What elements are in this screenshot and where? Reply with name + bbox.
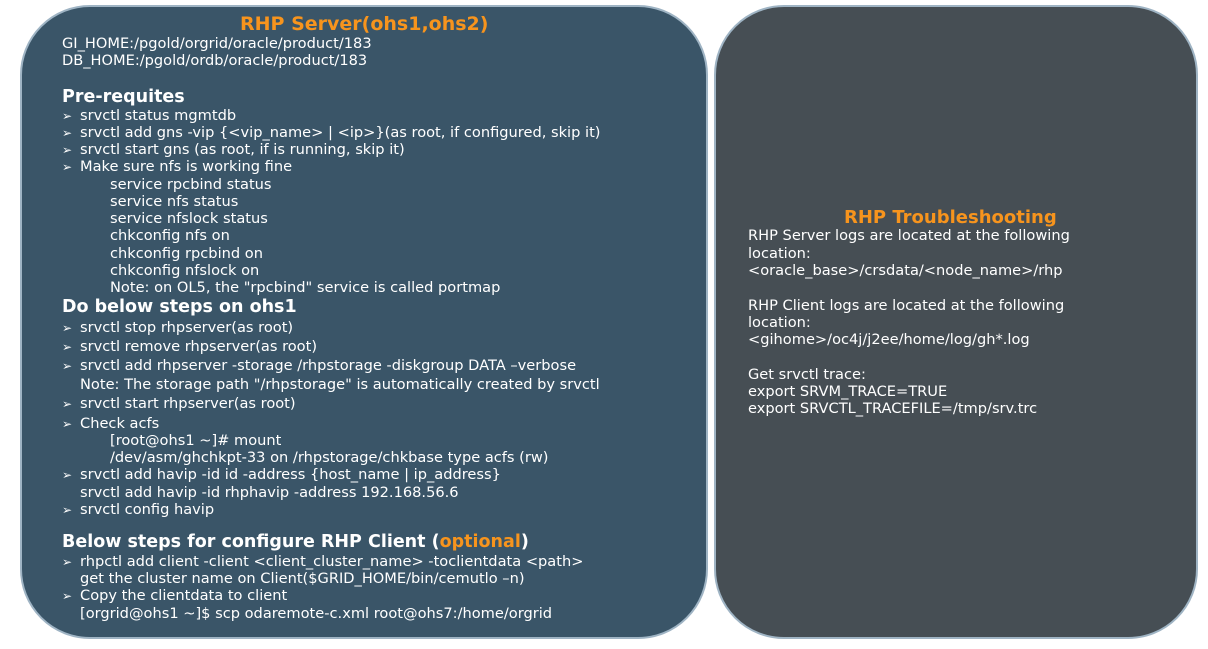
trouble-line: export SRVCTL_TRACEFILE=/tmp/srv.trc	[748, 400, 1038, 417]
client-note: get the cluster name on Client($GRID_HOM…	[80, 570, 525, 587]
step-item: ➢srvctl config havip	[62, 501, 215, 518]
rhp-troubleshooting-panel	[714, 5, 1198, 639]
arrow-bullet-icon: ➢	[62, 397, 73, 411]
nfs-command: chkconfig nfs on	[110, 227, 230, 244]
storage-note: Note: The storage path "/rhpstorage" is …	[80, 376, 600, 393]
nfs-command: chkconfig nfslock on	[110, 262, 260, 279]
trouble-line: export SRVM_TRACE=TRUE	[748, 383, 948, 400]
mount-output: /dev/asm/ghchkpt-33 on /rhpstorage/chkba…	[110, 449, 549, 466]
mount-command: [root@ohs1 ~]# mount	[110, 432, 282, 449]
optional-label: optional	[439, 532, 521, 552]
step-item: ➢srvctl remove rhpserver(as root)	[62, 338, 318, 355]
arrow-bullet-icon: ➢	[62, 555, 73, 569]
arrow-bullet-icon: ➢	[62, 321, 73, 335]
nfs-note: Note: on OL5, the "rpcbind" service is c…	[110, 279, 501, 296]
step-item: ➢srvctl start rhpserver(as root)	[62, 395, 296, 412]
arrow-bullet-icon: ➢	[62, 468, 73, 482]
client-step: ➢rhpctl add client -client <client_clust…	[62, 553, 584, 570]
client-heading: Below steps for configure RHP Client (op…	[62, 532, 529, 552]
nfs-command: chkconfig rpcbind on	[110, 245, 263, 262]
gi-home: GI_HOME:/pgold/orgrid/oracle/product/183	[62, 35, 372, 52]
db-home: DB_HOME:/pgold/ordb/oracle/product/183	[62, 52, 368, 69]
step-item: ➢srvctl add rhpserver -storage /rhpstora…	[62, 357, 577, 374]
server-title: RHP Server(ohs1,ohs2)	[240, 13, 489, 35]
prereq-item: ➢srvctl start gns (as root, if is runnin…	[62, 141, 405, 158]
trouble-line: Get srvctl trace:	[748, 366, 866, 383]
step-item: ➢srvctl add havip -id id -address {host_…	[62, 466, 501, 483]
prereq-heading: Pre-requites	[62, 87, 185, 107]
nfs-command: service nfslock status	[110, 210, 268, 227]
troubleshooting-title: RHP Troubleshooting	[844, 207, 1057, 228]
havip-example: srvctl add havip -id rhphavip -address 1…	[80, 484, 459, 501]
rhp-server-panel	[20, 5, 708, 639]
nfs-command: service nfs status	[110, 193, 239, 210]
trouble-line: RHP Client logs are located at the follo…	[748, 297, 1065, 314]
arrow-bullet-icon: ➢	[62, 589, 73, 603]
step-item: ➢srvctl stop rhpserver(as root)	[62, 319, 294, 336]
trouble-line: location:	[748, 245, 811, 262]
trouble-line: <oracle_base>/crsdata/<node_name>/rhp	[748, 262, 1063, 279]
prereq-item: ➢Make sure nfs is working fine	[62, 158, 293, 175]
trouble-line: RHP Server logs are located at the follo…	[748, 227, 1070, 244]
arrow-bullet-icon: ➢	[62, 109, 73, 123]
arrow-bullet-icon: ➢	[62, 359, 73, 373]
scp-command: [orgrid@ohs1 ~]$ scp odaremote-c.xml roo…	[80, 605, 553, 622]
steps-heading: Do below steps on ohs1	[62, 297, 297, 317]
arrow-bullet-icon: ➢	[62, 340, 73, 354]
arrow-bullet-icon: ➢	[62, 417, 73, 431]
arrow-bullet-icon: ➢	[62, 143, 73, 157]
trouble-line: <gihome>/oc4j/j2ee/home/log/gh*.log	[748, 331, 1030, 348]
step-item: ➢Check acfs	[62, 415, 160, 432]
arrow-bullet-icon: ➢	[62, 160, 73, 174]
prereq-item: ➢srvctl add gns -vip {<vip_name> | <ip>}…	[62, 124, 601, 141]
client-step: ➢Copy the clientdata to client	[62, 587, 288, 604]
nfs-command: service rpcbind status	[110, 176, 272, 193]
trouble-line: location:	[748, 314, 811, 331]
prereq-item: ➢srvctl status mgmtdb	[62, 107, 237, 124]
arrow-bullet-icon: ➢	[62, 503, 73, 517]
arrow-bullet-icon: ➢	[62, 126, 73, 140]
